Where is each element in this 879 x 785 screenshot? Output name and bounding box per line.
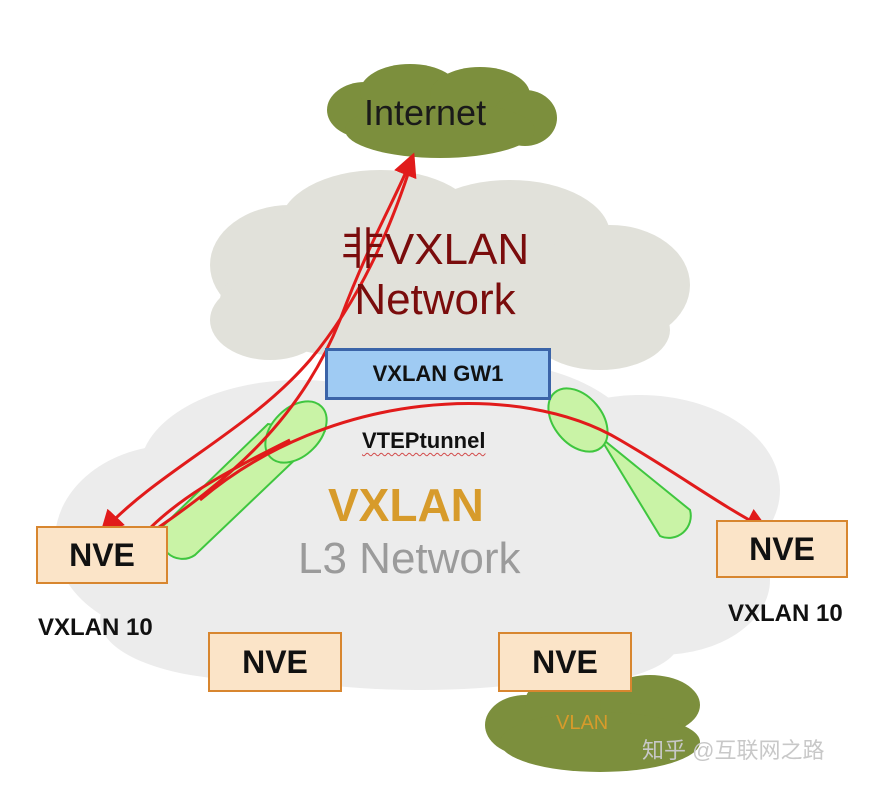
nve-right: NVE bbox=[716, 520, 848, 578]
internet-label: Internet bbox=[364, 92, 487, 133]
nve-bottom-right: NVE bbox=[498, 632, 632, 692]
nve-bottom-left: NVE bbox=[208, 632, 342, 692]
arrow-internet-to-nve-left bbox=[99, 161, 414, 535]
arrow-to-internet bbox=[139, 152, 417, 542]
non-vxlan-cloud bbox=[210, 170, 690, 370]
arrow-gw-to-nve-right bbox=[199, 402, 770, 531]
l3-network-label: L3 Network bbox=[298, 534, 521, 583]
nve-right-label: NVE bbox=[749, 530, 815, 567]
vxlan-gateway: VXLAN GW1 bbox=[325, 348, 551, 400]
nve-left-label: NVE bbox=[69, 536, 135, 573]
nve-left: NVE bbox=[36, 526, 168, 584]
vni-label-right: VXLAN 10 bbox=[728, 600, 843, 627]
nve-bottom-right-label: NVE bbox=[532, 643, 598, 680]
nve-bottom-left-label: NVE bbox=[242, 643, 308, 680]
vxlan-gateway-label: VXLAN GW1 bbox=[372, 361, 504, 386]
internet-cloud bbox=[327, 64, 557, 158]
vtep-tunnel-label: VTEPtunnel bbox=[362, 428, 486, 453]
vni-label-left: VXLAN 10 bbox=[38, 614, 153, 641]
vxlan-label: VXLAN bbox=[328, 479, 484, 531]
vlan-label: VLAN bbox=[556, 712, 609, 734]
watermark: 知乎 @互联网之路 bbox=[642, 738, 825, 763]
